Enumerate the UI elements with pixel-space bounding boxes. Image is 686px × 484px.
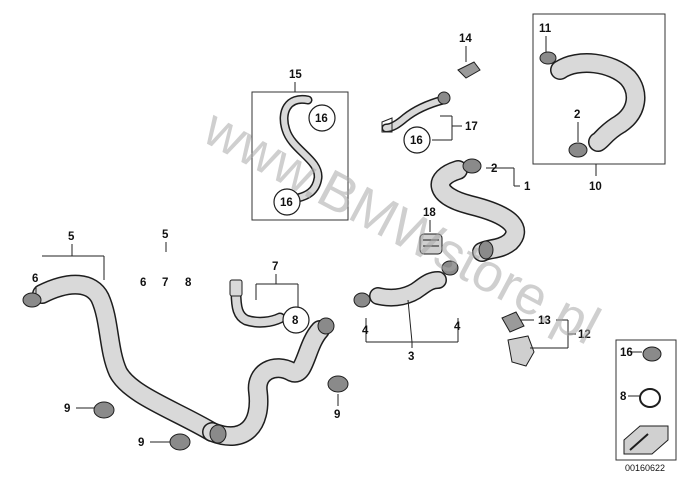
label-7b: 7 [162, 277, 168, 289]
label-2a: 2 [491, 163, 497, 175]
label-18: 18 [423, 207, 436, 219]
callout-circle-16b [273, 188, 301, 216]
label-1: 1 [524, 181, 531, 193]
connector-part-18[interactable] [419, 233, 443, 255]
clamp-9c[interactable] [327, 375, 349, 393]
clamp-5-end[interactable] [209, 424, 227, 444]
label-5a: 5 [68, 231, 75, 243]
label-12: 12 [578, 329, 591, 341]
clip-part-14[interactable] [457, 61, 481, 79]
legend-clamp-16 [642, 346, 662, 362]
clamp-11[interactable] [539, 51, 557, 65]
hose-part-17[interactable] [381, 95, 448, 133]
diagram-code: 00160622 [625, 463, 665, 473]
hose-part-5[interactable] [32, 274, 330, 446]
label-3: 3 [408, 351, 414, 363]
clamp-2a[interactable] [462, 158, 482, 174]
label-16b: 16 [280, 197, 293, 209]
label-6a: 6 [32, 273, 38, 285]
label-2b: 2 [574, 109, 580, 121]
label-8c: 8 [620, 391, 627, 403]
hose-part-3[interactable] [369, 271, 447, 307]
label-16d: 16 [620, 347, 633, 359]
part-15-box [251, 91, 349, 221]
label-6b: 6 [140, 277, 146, 289]
hose-part-10[interactable] [550, 53, 646, 152]
label-15: 15 [289, 69, 302, 81]
label-8b: 8 [185, 277, 192, 289]
legend-clamp-8 [639, 388, 661, 408]
label-5b: 5 [162, 229, 169, 241]
label-9a: 9 [64, 403, 70, 415]
label-9b: 9 [138, 437, 144, 449]
label-14: 14 [459, 33, 472, 45]
callout-circle-16c [403, 126, 431, 154]
clamp-9b[interactable] [169, 433, 191, 451]
hose-part-15[interactable] [279, 94, 323, 203]
callout-circle-8 [282, 306, 310, 334]
label-11: 11 [539, 23, 552, 35]
label-13: 13 [538, 315, 551, 327]
label-7a: 7 [272, 261, 278, 273]
label-10: 10 [589, 181, 602, 193]
legend-arrow-icon [623, 425, 669, 455]
label-9c: 9 [334, 409, 340, 421]
clamp-1-end[interactable] [478, 240, 494, 260]
hose-part-1[interactable] [430, 160, 525, 262]
clamp-4b[interactable] [441, 260, 459, 276]
label-16c: 16 [410, 135, 423, 147]
label-4b: 4 [454, 321, 461, 333]
label-4a: 4 [362, 325, 369, 337]
clamp-17[interactable] [437, 91, 451, 105]
part-10-box [532, 13, 666, 165]
hose-part-7[interactable] [229, 279, 286, 328]
clamp-5-top[interactable] [317, 317, 335, 335]
clamp-4a[interactable] [353, 292, 371, 308]
clamp-6[interactable] [22, 292, 42, 308]
label-17: 17 [465, 121, 478, 133]
legend-box [615, 339, 677, 461]
clamp-2b[interactable] [568, 142, 588, 158]
clamp-9a[interactable] [93, 401, 115, 419]
label-16a: 16 [315, 113, 328, 125]
label-8a: 8 [292, 315, 299, 327]
callout-circle-16a [308, 104, 336, 132]
bracket-part-12[interactable] [501, 311, 535, 367]
